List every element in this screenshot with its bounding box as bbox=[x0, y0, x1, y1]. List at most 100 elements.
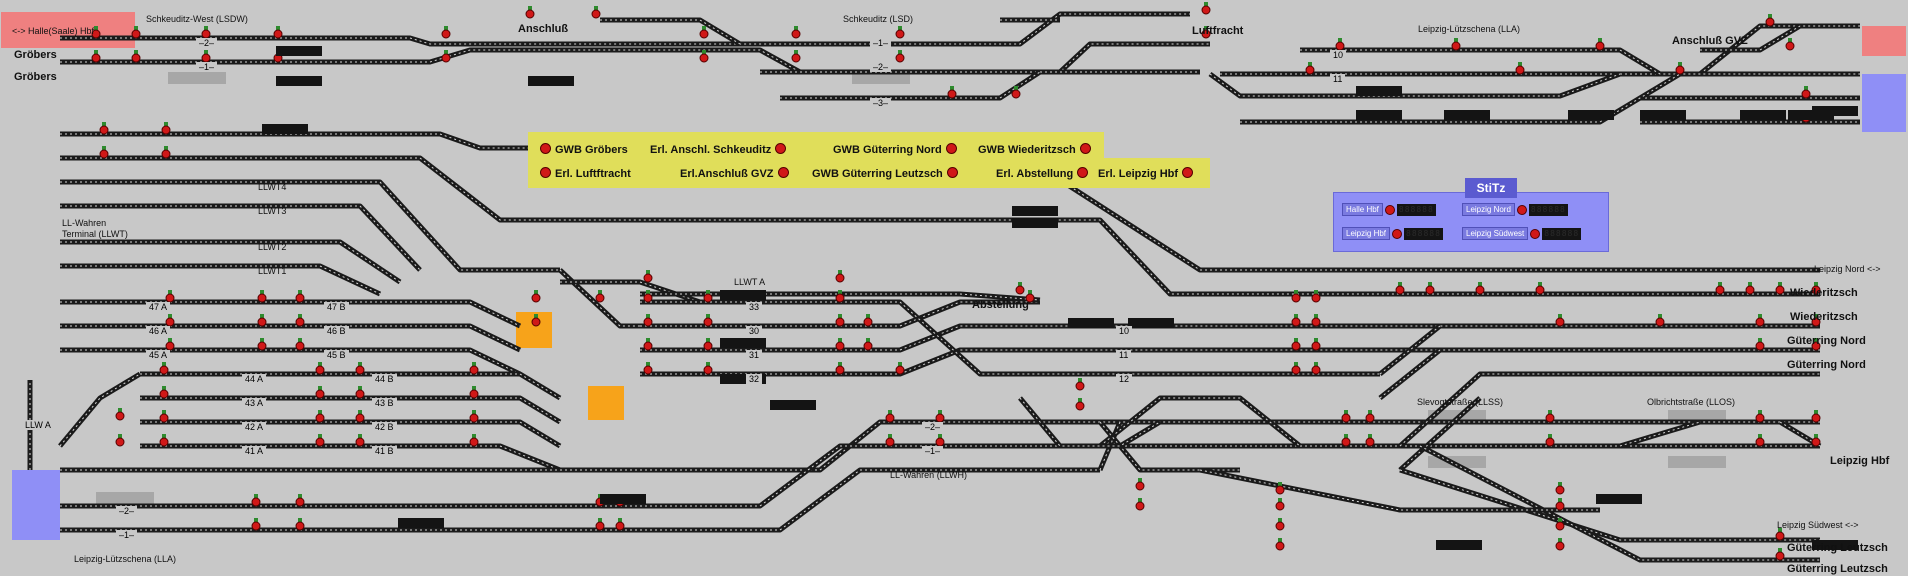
signal-red-lamp[interactable] bbox=[1365, 413, 1375, 423]
signal-red-lamp[interactable] bbox=[441, 53, 451, 63]
signal-red-lamp[interactable] bbox=[1305, 65, 1315, 75]
signal-red-lamp[interactable] bbox=[595, 293, 605, 303]
signal-red-lamp[interactable] bbox=[525, 9, 535, 19]
signal-red-lamp[interactable] bbox=[1341, 437, 1351, 447]
stitz-lamp[interactable] bbox=[1530, 228, 1541, 239]
signal-red-lamp[interactable] bbox=[1075, 381, 1085, 391]
signal-red-lamp[interactable] bbox=[1341, 413, 1351, 423]
stitz-lamp[interactable] bbox=[1392, 228, 1403, 239]
legend-button[interactable]: Erl. Abstellung bbox=[996, 167, 1089, 181]
signal-red-lamp[interactable] bbox=[315, 389, 325, 399]
signal-red-lamp[interactable] bbox=[315, 413, 325, 423]
signal-red-lamp[interactable] bbox=[469, 365, 479, 375]
signal-red-lamp[interactable] bbox=[1775, 285, 1785, 295]
signal-red-lamp[interactable] bbox=[885, 413, 895, 423]
legend-button[interactable]: Erl. Anschl. Schkeuditz bbox=[650, 143, 787, 157]
signal-red-lamp[interactable] bbox=[99, 149, 109, 159]
legend-button[interactable]: GWB Gröbers bbox=[540, 143, 628, 157]
signal-red-lamp[interactable] bbox=[531, 293, 541, 303]
signal-red-lamp[interactable] bbox=[643, 365, 653, 375]
signal-red-lamp[interactable] bbox=[1755, 341, 1765, 351]
signal-red-lamp[interactable] bbox=[91, 29, 101, 39]
signal-red-lamp[interactable] bbox=[1395, 285, 1405, 295]
signal-red-lamp[interactable] bbox=[895, 53, 905, 63]
signal-red-lamp[interactable] bbox=[643, 317, 653, 327]
signal-red-lamp[interactable] bbox=[355, 437, 365, 447]
stitz-row-1b[interactable]: Leipzig Nord 888888 bbox=[1462, 203, 1568, 216]
legend-button[interactable]: Erl.Anschluß GVZ bbox=[680, 167, 789, 181]
signal-red-lamp[interactable] bbox=[699, 29, 709, 39]
signal-red-lamp[interactable] bbox=[895, 29, 905, 39]
signal-red-lamp[interactable] bbox=[1201, 5, 1211, 15]
signal-red-lamp[interactable] bbox=[703, 365, 713, 375]
stitz-lamp[interactable] bbox=[1516, 204, 1527, 215]
signal-red-lamp[interactable] bbox=[1765, 17, 1775, 27]
signal-red-lamp[interactable] bbox=[257, 341, 267, 351]
signal-red-lamp[interactable] bbox=[273, 29, 283, 39]
signal-red-lamp[interactable] bbox=[1451, 41, 1461, 51]
signal-red-lamp[interactable] bbox=[1135, 501, 1145, 511]
signal-red-lamp[interactable] bbox=[1801, 89, 1811, 99]
signal-red-lamp[interactable] bbox=[355, 365, 365, 375]
signal-red-lamp[interactable] bbox=[791, 53, 801, 63]
signal-red-lamp[interactable] bbox=[159, 389, 169, 399]
legend-button[interactable]: Erl. Luftftracht bbox=[540, 167, 631, 181]
signal-red-lamp[interactable] bbox=[835, 293, 845, 303]
signal-red-lamp[interactable] bbox=[355, 413, 365, 423]
signal-red-lamp[interactable] bbox=[131, 29, 141, 39]
signal-red-lamp[interactable] bbox=[295, 317, 305, 327]
signal-red-lamp[interactable] bbox=[643, 341, 653, 351]
signal-red-lamp[interactable] bbox=[1785, 41, 1795, 51]
signal-red-lamp[interactable] bbox=[1275, 541, 1285, 551]
signal-red-lamp[interactable] bbox=[1775, 551, 1785, 561]
signal-red-lamp[interactable] bbox=[1365, 437, 1375, 447]
signal-red-lamp[interactable] bbox=[835, 365, 845, 375]
signal-red-lamp[interactable] bbox=[703, 317, 713, 327]
signal-red-lamp[interactable] bbox=[1715, 285, 1725, 295]
signal-red-lamp[interactable] bbox=[1745, 285, 1755, 295]
signal-red-lamp[interactable] bbox=[1775, 531, 1785, 541]
signal-red-lamp[interactable] bbox=[835, 273, 845, 283]
signal-red-lamp[interactable] bbox=[165, 317, 175, 327]
signal-red-lamp[interactable] bbox=[1811, 341, 1821, 351]
signal-red-lamp[interactable] bbox=[885, 437, 895, 447]
stitz-row-1[interactable]: Halle Hbf 888888 bbox=[1342, 203, 1436, 216]
signal-red-lamp[interactable] bbox=[469, 437, 479, 447]
signal-red-lamp[interactable] bbox=[1515, 65, 1525, 75]
signal-red-lamp[interactable] bbox=[1755, 413, 1765, 423]
signal-red-lamp[interactable] bbox=[295, 497, 305, 507]
signal-red-lamp[interactable] bbox=[257, 317, 267, 327]
signal-red-lamp[interactable] bbox=[1755, 437, 1765, 447]
signal-red-lamp[interactable] bbox=[1025, 293, 1035, 303]
signal-red-lamp[interactable] bbox=[1545, 437, 1555, 447]
stitz-row-2[interactable]: Leipzig Hbf 888888 bbox=[1342, 227, 1443, 240]
signal-red-lamp[interactable] bbox=[1275, 485, 1285, 495]
signal-red-lamp[interactable] bbox=[1275, 521, 1285, 531]
signal-red-lamp[interactable] bbox=[1555, 485, 1565, 495]
signal-red-lamp[interactable] bbox=[159, 413, 169, 423]
signal-red-lamp[interactable] bbox=[1311, 341, 1321, 351]
signal-red-lamp[interactable] bbox=[1201, 29, 1211, 39]
stitz-title[interactable]: StiTz bbox=[1465, 178, 1517, 198]
signal-red-lamp[interactable] bbox=[1555, 521, 1565, 531]
signal-red-lamp[interactable] bbox=[1335, 41, 1345, 51]
signal-red-lamp[interactable] bbox=[159, 437, 169, 447]
signal-red-lamp[interactable] bbox=[469, 389, 479, 399]
signal-red-lamp[interactable] bbox=[1311, 317, 1321, 327]
legend-button[interactable]: GWB Wiederitzsch bbox=[978, 143, 1091, 157]
signal-red-lamp[interactable] bbox=[355, 389, 365, 399]
signal-red-lamp[interactable] bbox=[1675, 65, 1685, 75]
signal-red-lamp[interactable] bbox=[1275, 501, 1285, 511]
signal-red-lamp[interactable] bbox=[159, 365, 169, 375]
signal-red-lamp[interactable] bbox=[1811, 413, 1821, 423]
signal-red-lamp[interactable] bbox=[1475, 285, 1485, 295]
signal-red-lamp[interactable] bbox=[91, 53, 101, 63]
signal-red-lamp[interactable] bbox=[295, 521, 305, 531]
signal-red-lamp[interactable] bbox=[1811, 437, 1821, 447]
legend-button[interactable]: Erl. Leipzig Hbf bbox=[1098, 167, 1194, 181]
signal-red-lamp[interactable] bbox=[791, 29, 801, 39]
signal-red-lamp[interactable] bbox=[835, 341, 845, 351]
signal-red-lamp[interactable] bbox=[131, 53, 141, 63]
signal-red-lamp[interactable] bbox=[1311, 365, 1321, 375]
signal-red-lamp[interactable] bbox=[1011, 89, 1021, 99]
